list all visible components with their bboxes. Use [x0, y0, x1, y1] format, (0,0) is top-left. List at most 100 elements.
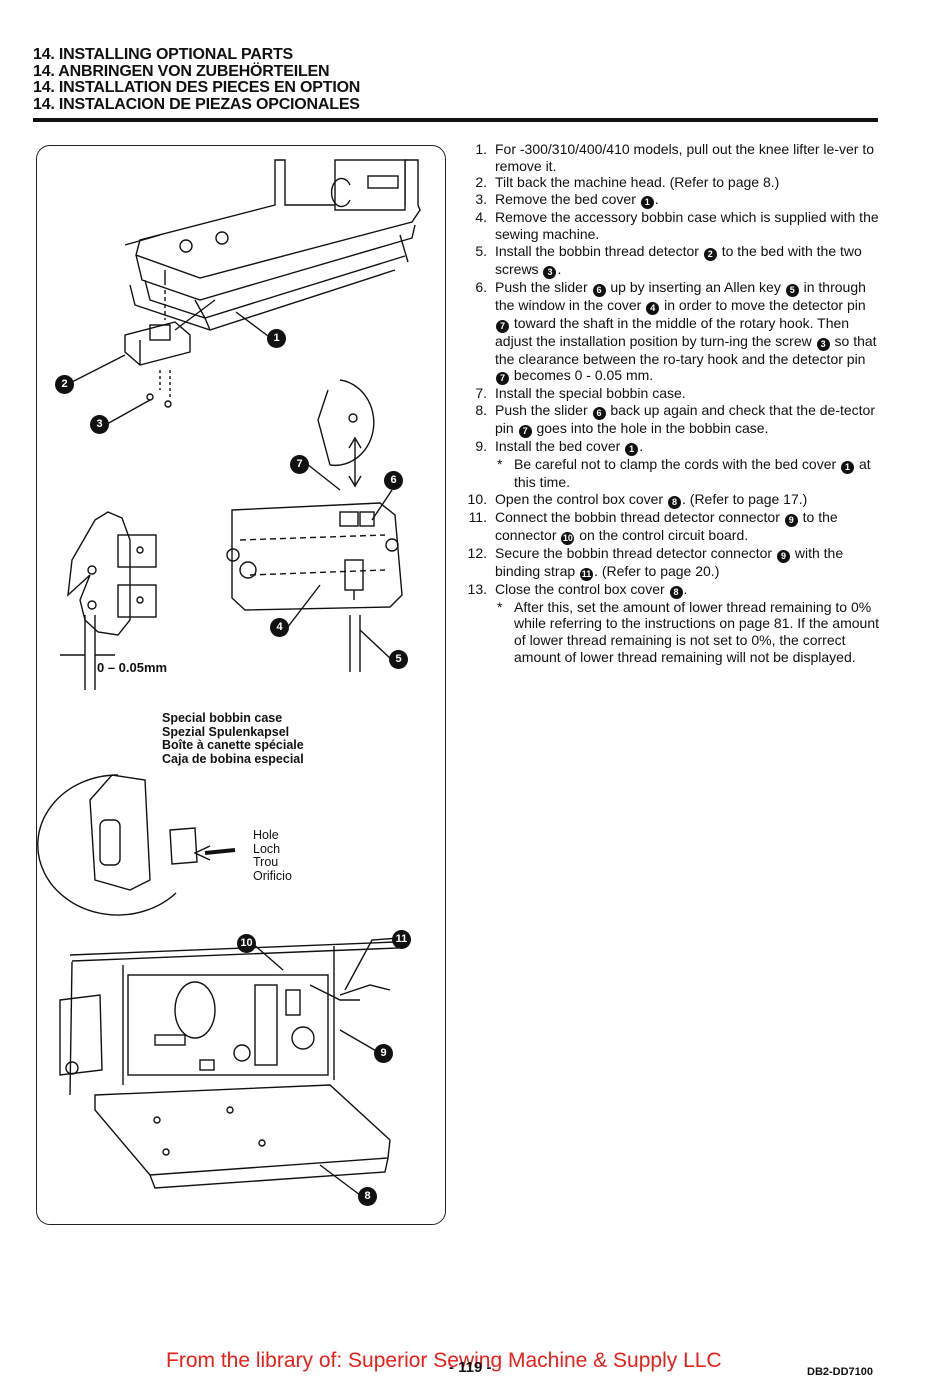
step-text: on the control circuit board.: [575, 526, 749, 543]
part-number-marker: 3: [543, 265, 557, 279]
part-number-marker: 8: [668, 495, 681, 509]
step-number: 6.: [475, 278, 487, 295]
page-number: - 119 -: [449, 1359, 492, 1376]
part-number-marker: 9: [784, 513, 798, 527]
part-number-marker: 1: [841, 460, 855, 474]
step-number: 10.: [467, 490, 487, 507]
part-number-marker: 1: [640, 196, 654, 210]
callout-11-binding-strap: 11: [392, 930, 411, 949]
step-text: . (Refer to page 17.): [682, 490, 808, 507]
step-text: Tilt back the machine head. (Refer to pa…: [495, 174, 780, 191]
heading-fr: 14. INSTALLATION DES PIECES EN OPTION: [33, 79, 361, 96]
machine-bed-drawing: [124, 159, 421, 331]
part-number-marker: 3: [816, 337, 830, 351]
step-text: Connect the bobbin thread detector conne…: [495, 508, 784, 525]
library-credit: From the library of: Superior Sewing Mac…: [166, 1349, 722, 1372]
step-text: with the binding strap: [495, 544, 844, 579]
step-text: For -300/310/400/410 models, pull out th…: [495, 141, 874, 174]
step-number: 7.: [475, 385, 487, 402]
step-text: Secure the bobbin thread detector connec…: [495, 544, 776, 561]
part-number-marker: 4: [646, 301, 660, 315]
step-text: so that the clearance between the ro-tar…: [495, 332, 877, 367]
step-number: 13.: [467, 580, 487, 597]
step-item: 11.Connect the bobbin thread detector co…: [466, 509, 882, 545]
step-text: to the bed with the two screws: [495, 242, 862, 277]
special-bobbin-case-drawing: [37, 774, 236, 916]
step-text: .: [557, 260, 562, 277]
heading-es: 14. INSTALACION DE PIEZAS OPCIONALES: [33, 95, 360, 113]
step-item: 4.Remove the accessory bobbin case which…: [466, 209, 882, 242]
step-text: in order to move the detector pin: [660, 296, 866, 313]
step-text: becomes 0 - 0.05 mm.: [510, 367, 654, 384]
bobbin-detector-drawing: [124, 290, 216, 408]
note-asterisk: *: [497, 598, 503, 615]
callout-9-detector-connector: 9: [374, 1044, 393, 1063]
step-note: *Be careful not to clamp the cords with …: [466, 456, 882, 491]
step-text: .: [639, 437, 644, 454]
heading-rule: [33, 118, 878, 122]
part-number-marker: 6: [592, 406, 606, 420]
step-text: at this time.: [514, 455, 871, 490]
callout-10-connector: 10: [237, 934, 256, 953]
special-bobbin-case-de: Spezial Spulenkapsel: [162, 724, 290, 739]
step-item: 5. Install the bobbin thread detector 2 t…: [466, 243, 882, 279]
step-text: up by inserting an Allen key: [606, 278, 785, 295]
control-box-drawing: [59, 941, 400, 1189]
step-number: 2.: [475, 174, 487, 191]
step-number: 5.: [475, 242, 487, 259]
special-bobbin-case-fr: Boîte à canette spéciale: [162, 738, 304, 752]
hole-de: Loch: [253, 841, 281, 856]
part-number-marker: 5: [785, 283, 799, 297]
callout-4-cover: 4: [270, 618, 289, 637]
callout-2-detector: 2: [55, 375, 74, 394]
step-item: 8. Push the slider 6 back up again and ch…: [466, 402, 882, 438]
step-text: Install the bobbin thread detector: [495, 242, 703, 259]
step-item: 10. Open the control box cover 8. (Refer …: [466, 491, 882, 509]
part-number-marker: 1: [625, 442, 639, 456]
part-number-marker: 2: [703, 247, 717, 261]
step-item: 2. Tilt back the machine head. (Refer to …: [466, 174, 882, 191]
step-text: in through the window in the cover: [495, 278, 866, 313]
step-text: goes into the hole in the bobbin case.: [532, 419, 769, 436]
step-text: Install the special bobbin case.: [495, 385, 686, 402]
step-text: Install the bed cover: [495, 437, 625, 454]
step-text: Close the control box cover: [495, 580, 669, 597]
callout-1-bed-cover: 1: [267, 329, 286, 348]
document-code: DB2-DD7100: [807, 1366, 874, 1378]
step-item: 6.Push the slider 6 up by inserting an A…: [466, 279, 882, 386]
hole-label: Hole Loch Trou Orificio: [253, 828, 292, 883]
part-number-marker: 6: [592, 283, 606, 297]
callout-3-screws: 3: [90, 415, 109, 434]
step-text: back up again and check that the de-tect…: [495, 401, 876, 436]
part-number-marker: 10: [561, 531, 575, 545]
step-number: 4.: [475, 209, 487, 226]
step-text: .: [654, 191, 659, 208]
step-text: .: [683, 580, 688, 597]
step-item: 9.Install the bed cover 1.: [466, 438, 882, 456]
heading-en: 14. INSTALLING OPTIONAL PARTS: [33, 46, 293, 63]
step-number: 1.: [475, 141, 487, 157]
clearance-label: 0 – 0.05mm: [97, 660, 168, 675]
special-bobbin-case-es: Caja de bobina especial: [162, 751, 304, 766]
instruction-list: 1. For -300/310/400/410 models, pull out …: [466, 141, 882, 665]
step-item: 7. Install the special bobbin case.: [466, 385, 882, 402]
heading-de: 14. ANBRINGEN VON ZUBEHÖRTEILEN: [33, 62, 330, 80]
step-item: 3.Remove the bed cover 1.: [466, 191, 882, 210]
step-text: toward the shaft in the middle of the ro…: [495, 314, 850, 349]
part-number-marker: 7: [496, 372, 509, 386]
callout-8-control-box-cover: 8: [358, 1187, 377, 1206]
hole-en: Hole: [253, 828, 279, 842]
step-number: 3.: [475, 191, 487, 208]
callout-leaders: [71, 311, 401, 1196]
illustration-frame: [36, 145, 446, 1225]
step-number: 8.: [475, 401, 487, 418]
bobbin-case-drawing: [317, 379, 375, 488]
part-number-marker: 8: [669, 585, 683, 599]
part-number-marker: 7: [518, 424, 532, 438]
step-text: Open the control box cover: [495, 490, 667, 507]
step-text: Push the slider: [495, 401, 592, 418]
callout-6-slider: 6: [384, 471, 403, 490]
hole-fr: Trou: [253, 855, 279, 869]
section-headings: 14. INSTALLING OPTIONAL PARTS 14. ANBRIN…: [33, 46, 361, 113]
